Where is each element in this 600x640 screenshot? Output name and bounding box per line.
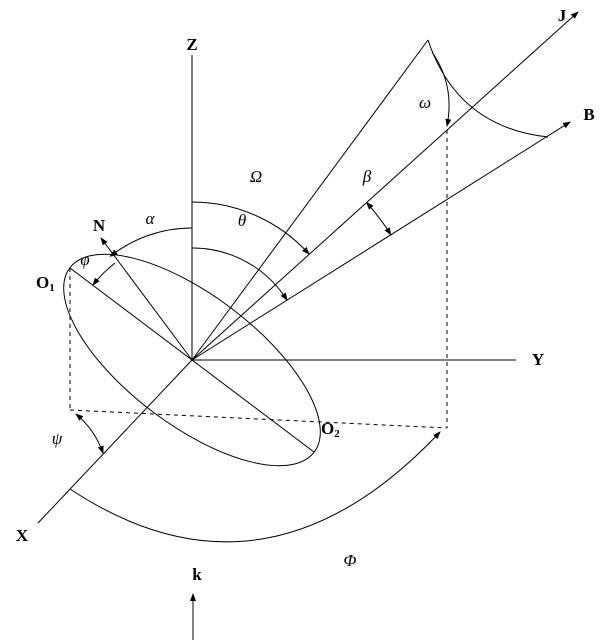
- beta-angle-arc: [365, 201, 392, 236]
- capital-omega-angle-label: Ω: [250, 167, 262, 186]
- alpha-angle-arc: [109, 227, 193, 257]
- k-vector-label: k: [192, 565, 202, 584]
- omega-angle-arc: [431, 51, 452, 127]
- o2-label-base: O: [321, 419, 334, 438]
- b-vector-label: B: [583, 105, 594, 124]
- beta-angle-label: β: [362, 167, 372, 186]
- o1-point-label: O1: [36, 273, 55, 294]
- b-vector-line: [191, 121, 571, 361]
- j-vector-label: J: [558, 6, 567, 25]
- o1-label-subscript: 1: [49, 282, 55, 294]
- n-vector-label: N: [93, 216, 106, 235]
- j-vector-line: [191, 11, 579, 361]
- plane-trace-dashed-line: [69, 409, 448, 429]
- x-axis-line: [37, 359, 193, 524]
- varphi-angle-label: φ: [80, 250, 89, 269]
- omega-angle-label: ω: [419, 93, 431, 112]
- o2-point-label: O2: [321, 419, 340, 440]
- orbital-plane-ellipse: [63, 253, 321, 467]
- orbit-major-axis-line: [69, 267, 315, 453]
- n-vector-line: [100, 237, 193, 361]
- cone-edge-line: [191, 39, 429, 361]
- y-axis-label: Y: [532, 350, 544, 369]
- cone-base-arc: [427, 39, 549, 138]
- z-axis-label: Z: [186, 35, 197, 54]
- alpha-angle-label: α: [146, 209, 156, 228]
- capital-phi-angle-label: Φ: [344, 551, 357, 570]
- capital-omega-angle-arc: [191, 201, 310, 255]
- o2-label-subscript: 2: [334, 428, 340, 440]
- o1-label-base: O: [36, 273, 49, 292]
- psi-angle-label: ψ: [52, 429, 63, 448]
- varphi-angle-arc: [92, 262, 116, 286]
- capital-phi-angle-arc: [69, 431, 441, 543]
- theta-angle-label: θ: [238, 211, 246, 230]
- x-axis-label: X: [16, 526, 29, 545]
- theta-angle-arc: [191, 247, 288, 301]
- psi-angle-arc: [75, 413, 104, 454]
